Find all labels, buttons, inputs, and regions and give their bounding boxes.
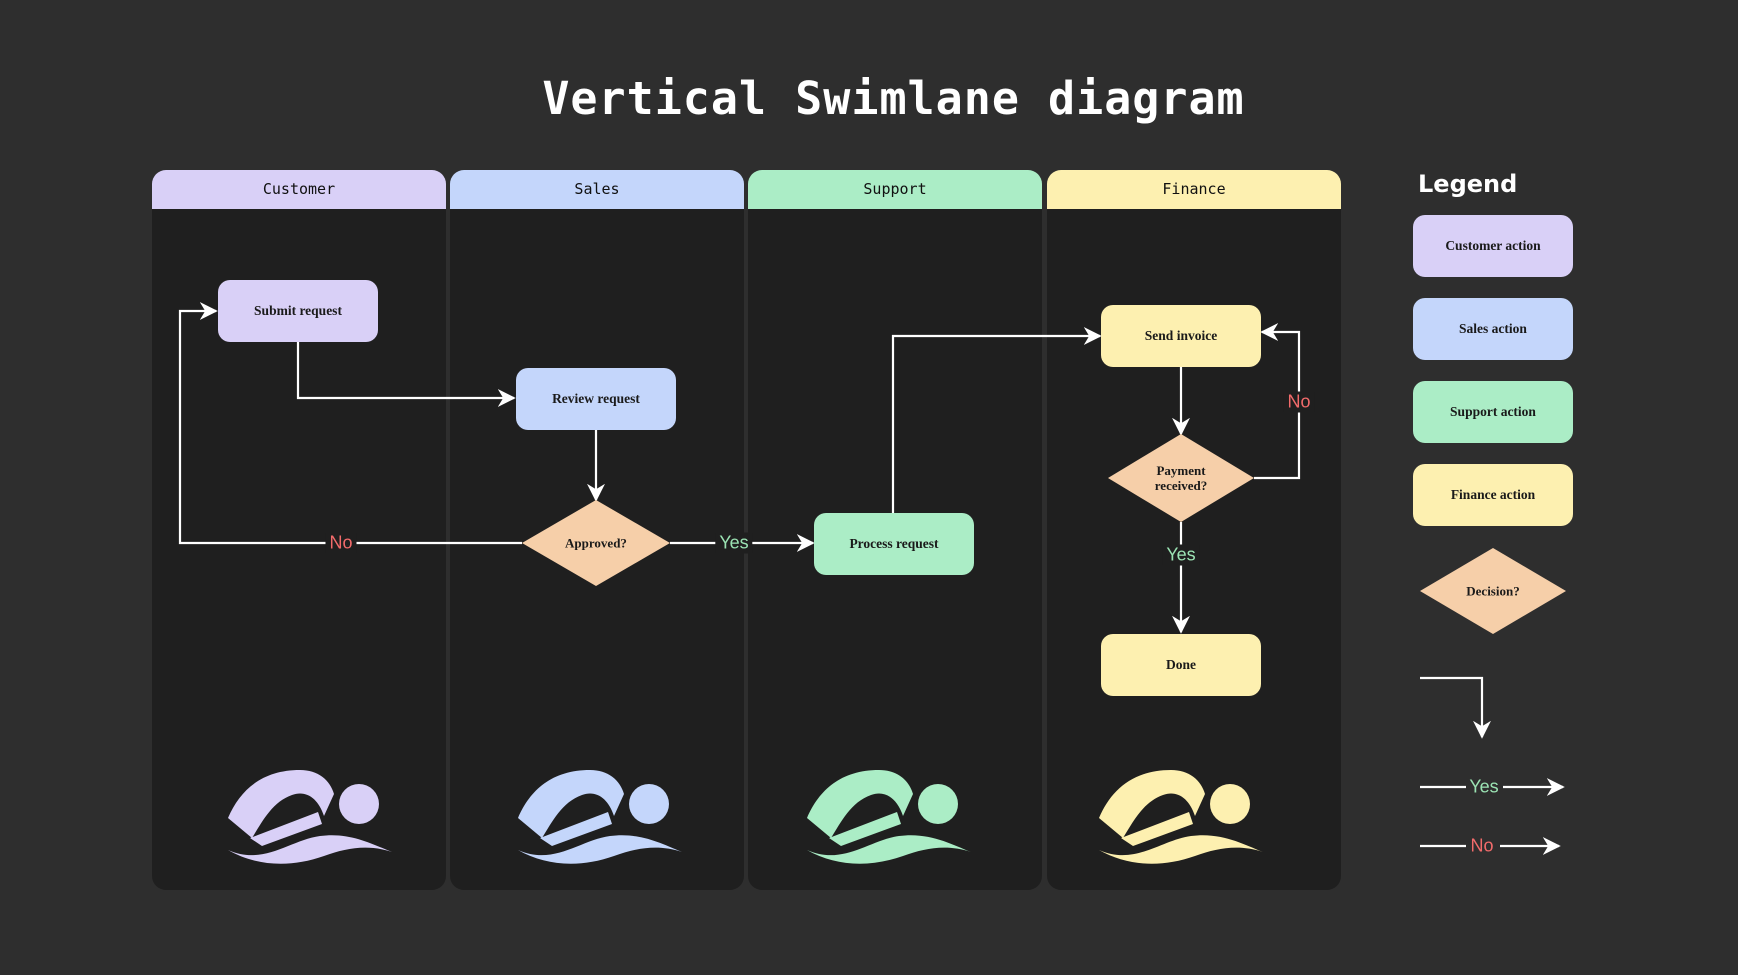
swimmer-icon	[518, 770, 682, 864]
legend-decision-shape	[1420, 548, 1566, 634]
edge-label-approved-yes: Yes	[715, 532, 753, 554]
node-send-invoice[interactable]: Send invoice	[1101, 305, 1261, 367]
node-submit-request[interactable]: Submit request	[218, 280, 378, 342]
legend-yes-label: Yes	[1466, 776, 1502, 798]
decision-payment-received[interactable]: Payment received?	[1154, 463, 1208, 493]
edge-submit-review	[296, 342, 516, 407]
decision-payment-shape	[1108, 434, 1254, 522]
lane-finance: Finance	[1047, 170, 1341, 890]
node-process-request[interactable]: Process request	[814, 513, 974, 575]
legend-decision: Decision?	[1466, 583, 1520, 599]
lane-header-customer: Customer	[152, 170, 446, 209]
edge-label-approved-no: No	[325, 532, 357, 554]
decision-approved[interactable]: Approved?	[565, 535, 627, 551]
edge-label-payment-no: No	[1283, 391, 1315, 413]
edge-label-payment-yes: Yes	[1162, 544, 1200, 566]
legend-support-action: Support action	[1413, 381, 1573, 443]
legend-no-label: No	[1467, 835, 1497, 857]
swimmer-icon	[228, 770, 392, 864]
node-done[interactable]: Done	[1101, 634, 1261, 696]
node-review-request[interactable]: Review request	[516, 368, 676, 430]
swimmer-icon	[1099, 770, 1263, 864]
lane-header-support: Support	[748, 170, 1042, 209]
page-title: Vertical Swimlane diagram	[542, 72, 1245, 125]
legend-sales-action: Sales action	[1413, 298, 1573, 360]
decision-approved-shape	[522, 500, 670, 586]
legend-finance-action: Finance action	[1413, 464, 1573, 526]
lane-header-sales: Sales	[450, 170, 744, 209]
elbow-arrow-icon	[1420, 676, 1491, 739]
lane-header-finance: Finance	[1047, 170, 1341, 209]
edge-approved-no	[178, 302, 522, 545]
swimmer-icon	[807, 770, 971, 864]
legend-customer-action: Customer action	[1413, 215, 1573, 277]
legend-title: Legend	[1418, 170, 1518, 198]
edge-process-invoice	[891, 327, 1102, 513]
